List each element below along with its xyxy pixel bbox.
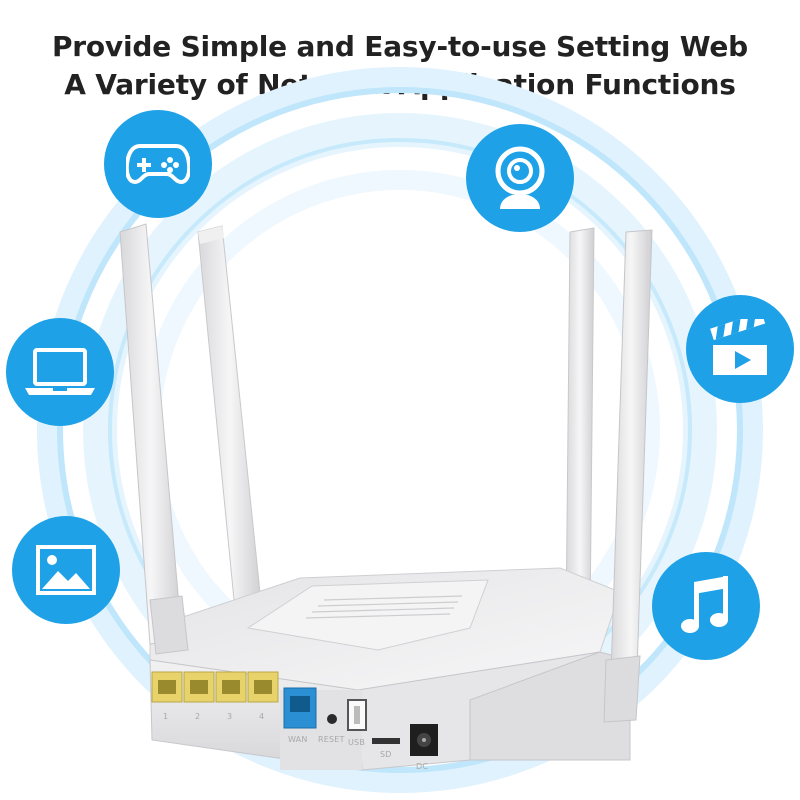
reset-button [327,714,337,724]
reset-label: RESET [318,735,345,744]
webcam-icon [466,124,574,232]
lan-port-label-3: 3 [227,712,233,721]
antenna-front-right [603,229,653,723]
antenna-front-left [119,223,189,655]
vent-grille [305,595,463,619]
usb-port [347,699,367,731]
lan-port-label-4: 4 [259,712,265,721]
music-note-icon [652,552,760,660]
wan-port [283,687,317,729]
lan-ports [151,671,279,703]
sd-label: SD [380,750,392,759]
laptop-icon [6,318,114,426]
antenna-rear-left [197,225,263,621]
image-icon [12,516,120,624]
wan-label: WAN [288,735,308,744]
movie-clapper-icon [686,295,794,403]
sd-slot [372,738,400,744]
gamepad-icon [104,110,212,218]
dc-label: DC [416,762,429,771]
lan-port-label-1: 1 [163,712,169,721]
antenna-rear-right [565,227,595,623]
lan-port-label-2: 2 [195,712,201,721]
usb-label: USB [348,738,366,747]
headline-line-1: Provide Simple and Easy-to-use Setting W… [51,30,749,63]
dc-jack [410,724,438,756]
